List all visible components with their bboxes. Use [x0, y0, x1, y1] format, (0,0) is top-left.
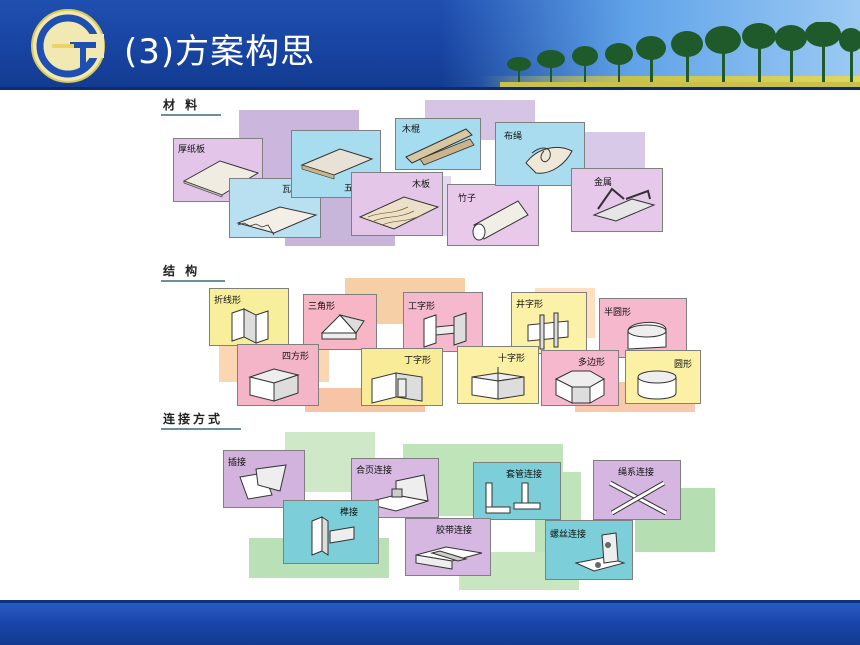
mortise-tenon-joint-icon: [311, 516, 355, 556]
material-label: 金属: [594, 178, 613, 188]
structure-card-t-shape: 丁字形: [361, 348, 443, 406]
insertion-joint-icon: [239, 464, 287, 500]
connection-card-sleeve: 套管连接: [473, 462, 561, 520]
connection-card-screw: 螺丝连接: [545, 520, 633, 580]
cardboard-icon: [182, 160, 260, 198]
tape-joint-icon: [415, 546, 483, 570]
t-shape-structure-icon: [371, 372, 423, 404]
material-card-wood-board: 木板: [351, 172, 443, 236]
structure-label: 四方形: [282, 352, 310, 362]
structure-label: 三角形: [308, 302, 336, 312]
connection-label: 合页连接: [356, 466, 393, 476]
structure-card-grid: 井字形: [511, 292, 587, 354]
structure-label: 井字形: [516, 300, 544, 310]
material-label: 木板: [412, 180, 431, 190]
connection-label: 套管连接: [506, 470, 543, 480]
structure-card-square: 四方形: [237, 344, 319, 406]
header-banner: (3)方案构思: [0, 0, 860, 90]
material-label: 厚纸板: [178, 145, 206, 155]
structure-label: 折线形: [214, 296, 242, 306]
connection-card-hinge: 合页连接: [351, 458, 439, 518]
structure-label: 丁字形: [404, 356, 432, 366]
metal-icon: [592, 187, 656, 222]
semicircle-structure-icon: [627, 322, 667, 350]
screw-joint-icon: [574, 532, 626, 572]
materials-underline: [161, 114, 221, 116]
grid-structure-icon: [527, 312, 569, 350]
wooden-stick-icon: [405, 128, 475, 166]
zigzag-structure-icon: [231, 308, 269, 344]
circle-structure-icon: [637, 370, 677, 400]
material-card-bamboo: 竹子: [447, 184, 539, 246]
structure-label: 十字形: [498, 354, 526, 364]
header-divider: [0, 87, 860, 90]
slide-title: (3)方案构思: [124, 32, 316, 72]
wood-board-icon: [358, 196, 440, 230]
sleeve-joint-icon: [485, 482, 541, 514]
connection-label: 插接: [228, 458, 247, 468]
triangle-structure-icon: [320, 314, 365, 340]
structure-label: 工字形: [408, 302, 436, 312]
structures-underline: [161, 280, 225, 282]
structure-card-circle: 圆形: [625, 350, 701, 404]
connection-label: 绳系连接: [618, 468, 655, 478]
connections-underline: [161, 428, 241, 430]
connection-label: 榫接: [340, 508, 359, 518]
connection-card-rope-tie: 绳系连接: [593, 460, 681, 520]
cloth-rope-icon: [525, 147, 573, 174]
structures-heading: 结 构: [163, 264, 201, 278]
bamboo-icon: [472, 200, 529, 241]
material-card-metal: 金属: [571, 168, 663, 232]
polygon-structure-icon: [554, 370, 606, 404]
material-card-wooden-stick: 木棍: [395, 118, 481, 170]
material-card-cloth-rope: 布绳: [495, 122, 585, 186]
hinge-joint-icon: [363, 474, 429, 512]
connections-heading: 连接方式: [163, 412, 224, 426]
material-label: 布绳: [504, 132, 523, 142]
cross-structure-icon: [471, 367, 525, 400]
structure-card-triangle: 三角形: [303, 294, 377, 350]
plywood-icon: [300, 148, 374, 180]
material-label: 竹子: [458, 194, 477, 204]
design-figure: 材 料 厚纸板 瓦楞纸 五夹板: [155, 92, 720, 592]
structure-label: 半圆形: [604, 308, 632, 318]
connection-label: 螺丝连接: [550, 530, 587, 540]
footer-bar: [0, 600, 860, 645]
corrugated-paper-icon: [236, 206, 318, 236]
structure-card-zigzag: 折线形: [209, 288, 289, 346]
square-structure-icon: [248, 368, 300, 402]
i-beam-structure-icon: [423, 312, 467, 348]
rope-tie-joint-icon: [608, 480, 668, 516]
material-label: 木棍: [402, 125, 421, 135]
connection-label: 胶带连接: [436, 526, 473, 536]
structure-card-i-beam: 工字形: [403, 292, 483, 352]
school-logo: [31, 9, 105, 83]
trees-landscape: [500, 22, 860, 90]
connection-card-mortise: 榫接: [283, 500, 379, 564]
structure-card-polygon: 多边形: [541, 350, 619, 406]
structure-card-semicircle: 半圆形: [599, 298, 687, 358]
connection-card-insertion: 插接: [223, 450, 305, 508]
footer-divider: [0, 600, 860, 603]
structure-card-cross: 十字形: [457, 346, 539, 404]
materials-heading: 材 料: [163, 98, 201, 112]
structure-label: 多边形: [578, 358, 606, 368]
connection-card-tape: 胶带连接: [405, 518, 491, 576]
structure-label: 圆形: [674, 360, 693, 370]
